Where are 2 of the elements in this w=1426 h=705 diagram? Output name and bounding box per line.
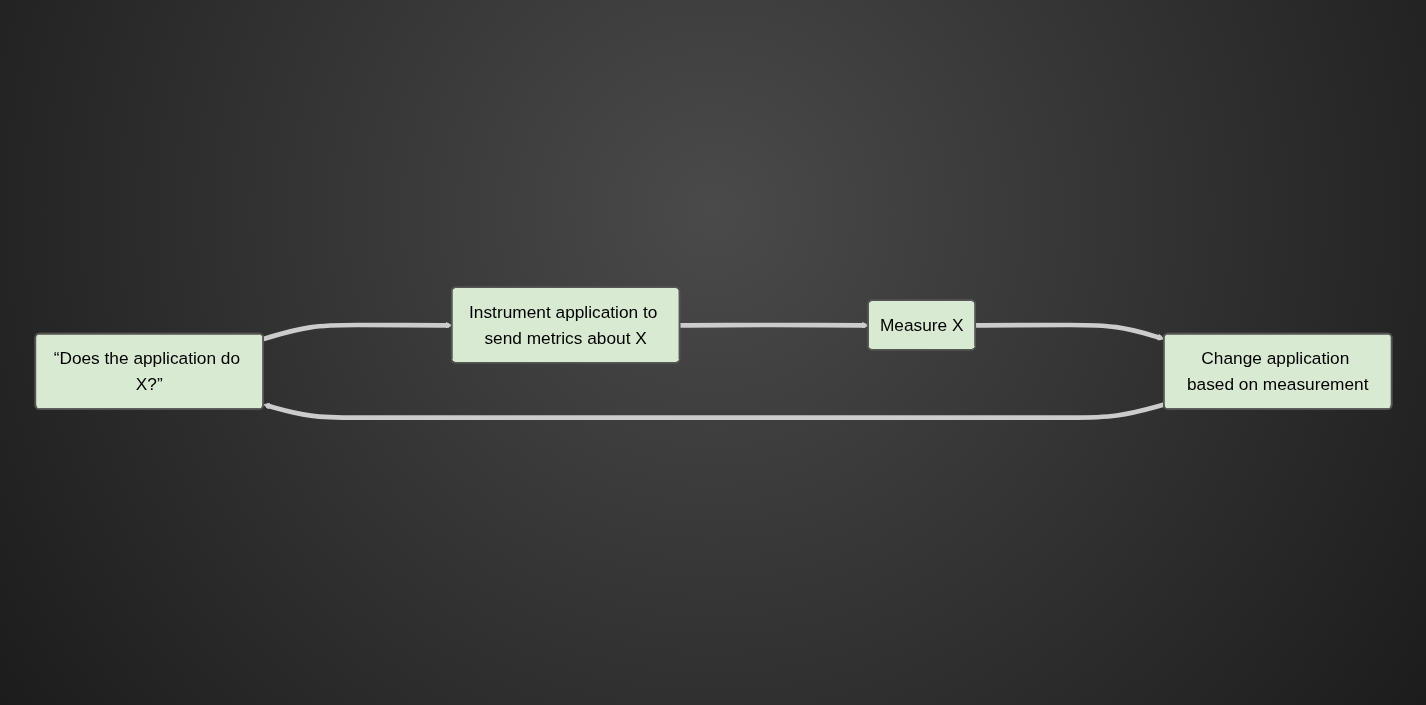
arrow [975,322,1164,341]
arrow [262,321,452,342]
